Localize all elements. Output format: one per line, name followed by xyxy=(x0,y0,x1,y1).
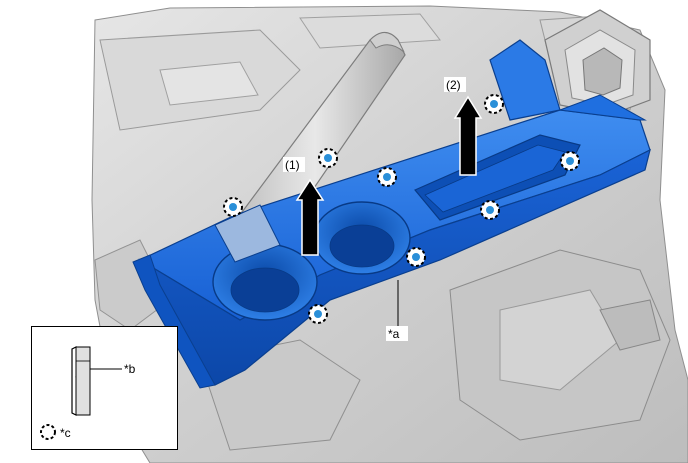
step-1-label: (1) xyxy=(285,158,300,172)
console-box-assembly xyxy=(132,39,651,389)
lift-arrow-1 xyxy=(295,178,325,256)
shift-lever-boot xyxy=(544,9,651,116)
legend-box: *b *c xyxy=(31,326,178,450)
clip-marker xyxy=(406,247,426,267)
clip-marker xyxy=(223,197,243,217)
parking-brake-lever xyxy=(223,31,406,246)
clip-marker xyxy=(484,94,504,114)
clip-section-icon xyxy=(71,346,91,416)
lift-arrow-2 xyxy=(453,95,483,176)
clip-marker xyxy=(318,148,338,168)
part-a-label: *a xyxy=(388,327,400,341)
clip-marker xyxy=(480,200,500,220)
clip-marker xyxy=(560,151,580,171)
step-2-label: (2) xyxy=(446,78,461,92)
part-c-label: *c xyxy=(60,426,71,440)
clip-marker xyxy=(308,304,328,324)
clip-symbol-icon xyxy=(40,424,56,440)
clip-marker xyxy=(377,167,397,187)
part-b-label: *b xyxy=(124,362,136,376)
clip-markers xyxy=(223,94,580,324)
